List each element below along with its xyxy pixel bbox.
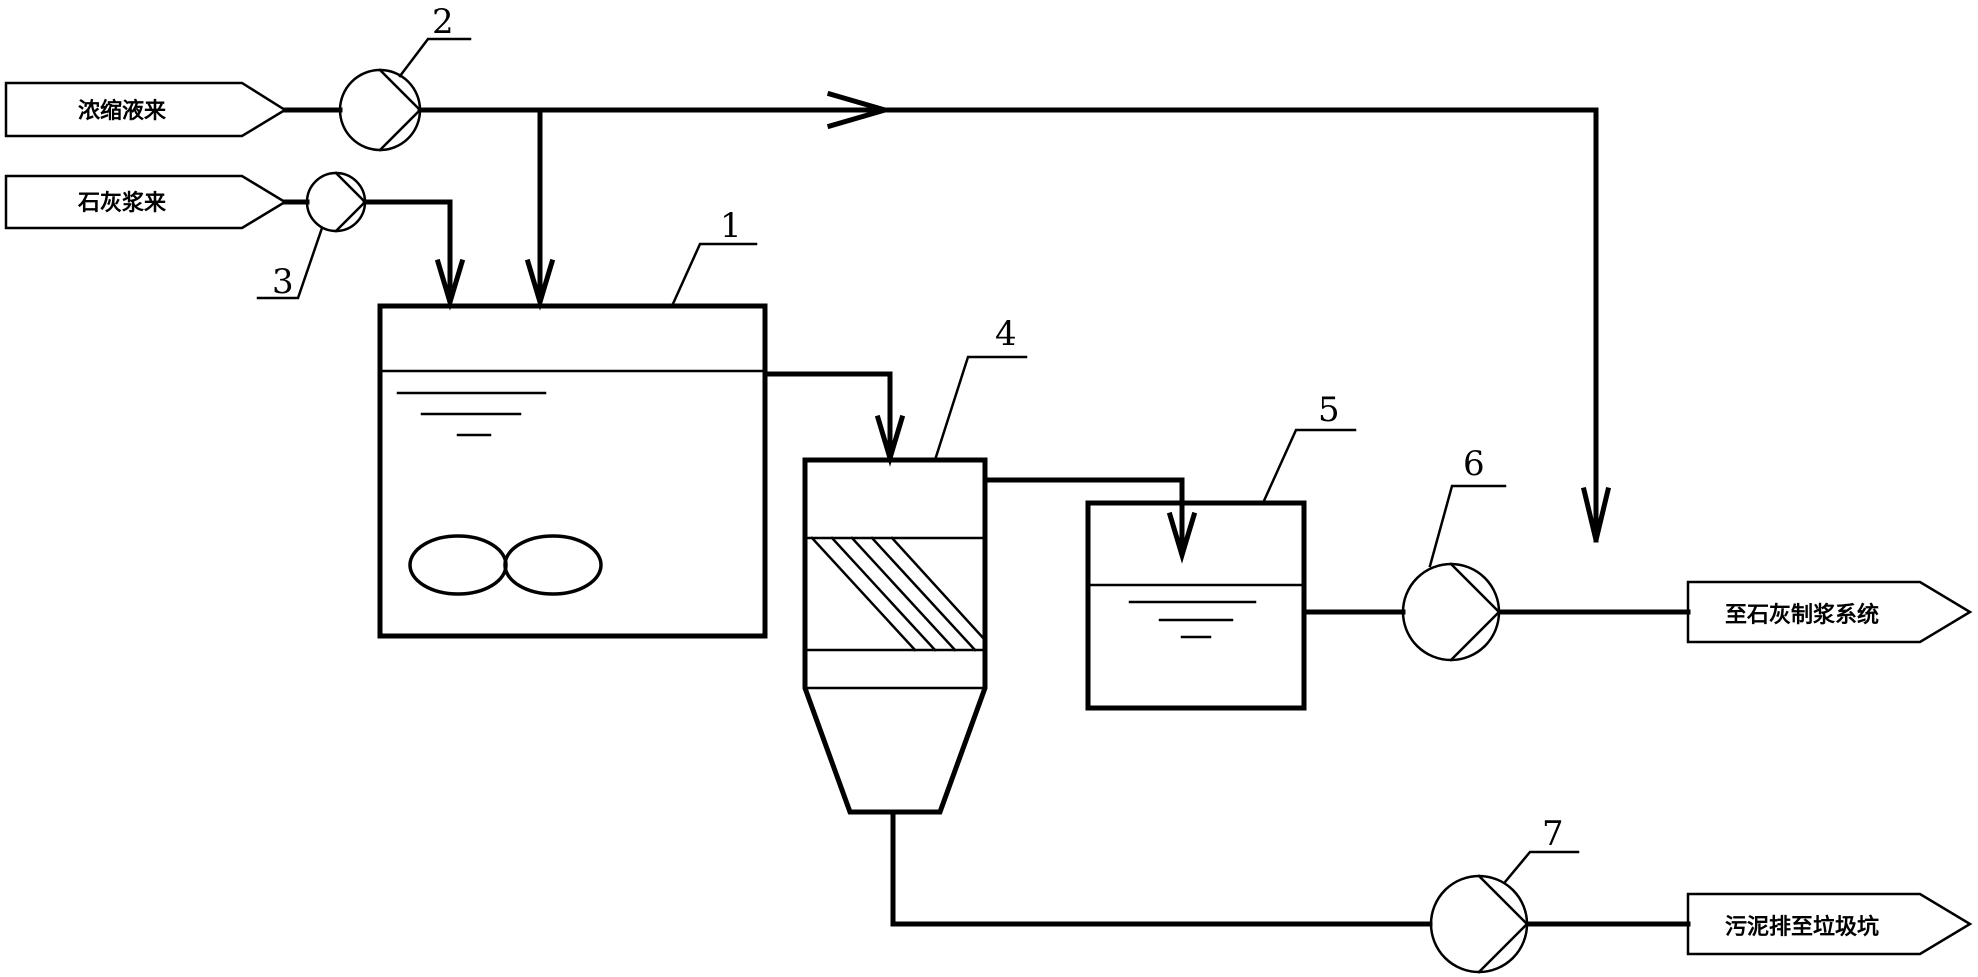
concentrate-pipe — [282, 107, 1599, 543]
label-pump-7: 7 — [1542, 814, 1564, 854]
inclined-plate-settler — [802, 457, 988, 815]
label-pump-3: 3 — [272, 262, 294, 302]
sludge-outlet-tag: 污泥排至垃圾坑 — [1686, 892, 1973, 956]
pump-7-icon — [1429, 874, 1529, 974]
settler-overflow-pipe — [982, 477, 1185, 553]
sludge-outlet-label: 污泥排至垃圾坑 — [1725, 914, 1879, 940]
leader-line-1 — [670, 242, 758, 308]
label-pump-2: 2 — [432, 2, 454, 42]
label-tank-5: 5 — [1318, 390, 1340, 430]
leader-line-6 — [1428, 484, 1507, 568]
lime-slurry-inlet-label: 石灰浆来 — [77, 190, 167, 216]
agitator-icon — [408, 534, 508, 596]
reaction-tank — [377, 303, 768, 639]
leader-line-7 — [1503, 850, 1580, 884]
pump-6-icon — [1401, 562, 1501, 662]
lime-slurry-pipe — [282, 199, 453, 303]
label-pump-6: 6 — [1463, 444, 1485, 484]
pump-2-icon — [338, 68, 422, 152]
lime-slurry-inlet-tag: 石灰浆来 — [4, 174, 288, 230]
sludge-pipe — [890, 809, 1691, 927]
concentrate-inlet-label: 浓缩液来 — [78, 98, 167, 124]
leader-line-5 — [1261, 428, 1357, 505]
label-settler-4: 4 — [995, 314, 1017, 354]
concentrate-inlet-tag: 浓缩液来 — [4, 81, 288, 138]
arrow-down-icon-return — [1580, 486, 1612, 541]
lime-system-outlet-label: 至石灰制浆系统 — [1725, 602, 1879, 628]
agitator-icon-right — [503, 534, 603, 596]
clear-water-tank — [1085, 500, 1307, 711]
arrow-down-icon-tank1-lime — [434, 258, 466, 311]
flow-direction-arrow-icon — [826, 90, 894, 130]
arrow-down-icon-tank5 — [1166, 511, 1198, 564]
lime-system-outlet-tag: 至石灰制浆系统 — [1686, 580, 1973, 644]
leader-line-4 — [933, 355, 1028, 462]
pump-3-icon — [305, 171, 367, 233]
label-tank-1: 1 — [720, 206, 742, 246]
tank1-overflow-pipe — [762, 371, 893, 458]
arrow-down-icon-tank1-concentrate — [524, 258, 556, 311]
leader-line-3 — [256, 226, 324, 300]
leader-line-2 — [398, 37, 472, 78]
